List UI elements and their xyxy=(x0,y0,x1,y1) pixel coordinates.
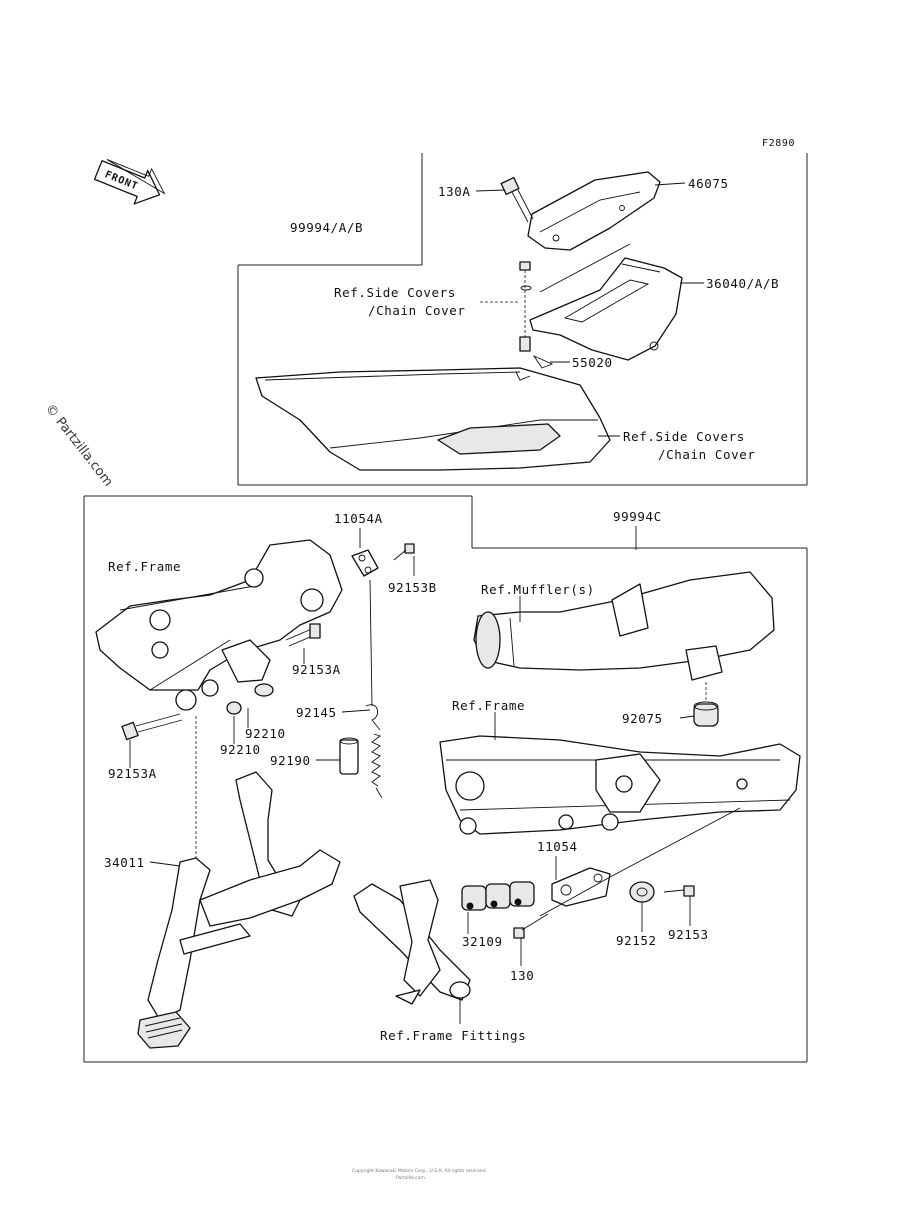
footer-copyright-1: Copyright Kawasaki Motors Corp., U.S.A. … xyxy=(352,1168,487,1174)
label-ref-side-covers-2a: Ref.Side Covers xyxy=(623,429,745,444)
side-cover-part-36040 xyxy=(529,257,683,361)
footer-copyright-2: Partzilla.com xyxy=(396,1175,425,1181)
label-99994C: 99994C xyxy=(613,509,662,524)
label-ref-muffler: Ref.Muffler(s) xyxy=(481,582,595,597)
label-ref-frame-fittings: Ref.Frame Fittings xyxy=(380,1028,526,1043)
label-ref-side-covers-2b: /Chain Cover xyxy=(658,447,756,462)
plate-part-11054A xyxy=(351,549,379,577)
bolt-part-92153A-lower xyxy=(121,713,183,741)
fastener-stack xyxy=(519,261,532,352)
muffler-part-ref xyxy=(473,571,775,681)
clip-part-55020 xyxy=(532,354,554,369)
panel-borders xyxy=(83,153,808,1063)
label-55020: 55020 xyxy=(572,355,613,370)
label-92210-1: 92210 xyxy=(245,726,286,741)
label-92153A-1: 92153A xyxy=(292,662,341,677)
footpeg-bracket-ref xyxy=(353,879,471,1005)
label-ref-frame-1: Ref.Frame xyxy=(108,559,181,574)
label-92190: 92190 xyxy=(270,753,311,768)
bolt-part-92153B xyxy=(404,543,415,554)
label-92153B: 92153B xyxy=(388,580,437,595)
side-cover-assembly xyxy=(255,367,611,471)
frame-bracket-left xyxy=(95,539,343,711)
label-130: 130 xyxy=(510,968,534,983)
label-ref-side-covers-1b: /Chain Cover xyxy=(368,303,466,318)
label-11054A: 11054A xyxy=(334,511,383,526)
rubber-part-32109 xyxy=(461,881,535,911)
plate-part-11054 xyxy=(539,807,741,917)
sleeve-part-92190 xyxy=(339,737,359,775)
label-ref-side-covers-1a: Ref.Side Covers xyxy=(334,285,456,300)
collar-part-92152 xyxy=(629,881,655,903)
washer-part-92210 xyxy=(226,683,274,715)
figure-code: F2890 xyxy=(762,138,795,149)
label-46075: 46075 xyxy=(688,176,729,191)
frame-right xyxy=(439,735,801,835)
label-99994AB: 99994/A/B xyxy=(290,220,363,235)
bolt-part-130 xyxy=(513,913,549,939)
label-32109: 32109 xyxy=(462,934,503,949)
label-130A: 130A xyxy=(438,184,471,199)
leader-lines xyxy=(129,182,704,1024)
bolt-part-92153A-upper xyxy=(285,623,321,647)
label-92152: 92152 xyxy=(616,933,657,948)
grab-rail-part-46075 xyxy=(527,171,661,251)
label-92153A-2: 92153A xyxy=(108,766,157,781)
spring-part-92145 xyxy=(365,579,383,799)
label-11054: 11054 xyxy=(537,839,578,854)
center-stand-part-34011 xyxy=(137,716,341,1049)
watermark: © Partzilla.com xyxy=(42,401,116,489)
label-92145: 92145 xyxy=(296,705,337,720)
label-36040AB: 36040/A/B xyxy=(706,276,779,291)
label-92075: 92075 xyxy=(622,711,663,726)
label-ref-frame-2: Ref.Frame xyxy=(452,698,525,713)
front-arrow-icon: FRONT xyxy=(93,159,166,205)
bolt-part-130A xyxy=(500,176,534,223)
part-labels: 130A 46075 99994/A/B Ref.Side Covers /Ch… xyxy=(104,176,779,1043)
bolt-part-92153 xyxy=(663,885,695,897)
label-92210-2: 92210 xyxy=(220,742,261,757)
label-34011: 34011 xyxy=(104,855,145,870)
label-92153: 92153 xyxy=(668,927,709,942)
damper-part-92075 xyxy=(693,682,719,727)
